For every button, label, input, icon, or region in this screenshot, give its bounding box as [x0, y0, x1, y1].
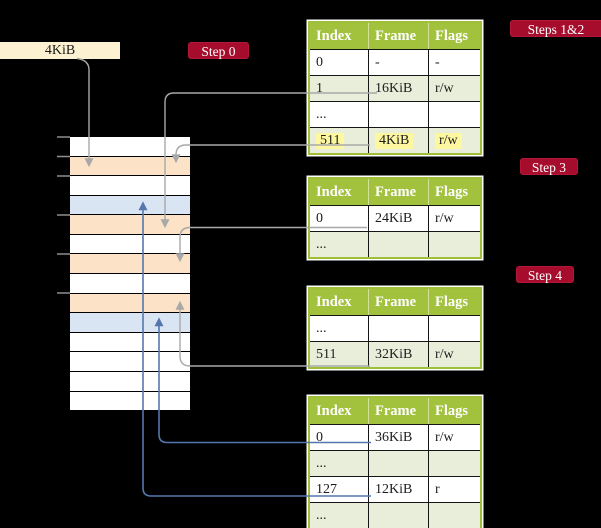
cell-index: 511 [316, 132, 345, 149]
badge-step-4: Step 4 [516, 266, 574, 283]
cell-index: 0 [316, 210, 323, 226]
cell-flags: r/w [435, 346, 454, 362]
memory-frame-row [70, 253, 190, 274]
table-row: ... [310, 502, 480, 528]
page-size-label: 4KiB [0, 42, 120, 59]
column-header-frame: Frame [368, 23, 428, 49]
badge-step-0: Step 0 [188, 42, 249, 59]
memory-frame-row [70, 137, 190, 156]
memory-frame-row [70, 194, 190, 215]
memory-frame-row [70, 370, 190, 391]
column-header-frame: Frame [368, 398, 428, 424]
column-header-frame: Frame [368, 179, 428, 205]
column-header-flags: Flags [428, 23, 480, 49]
memory-frame-row [70, 273, 190, 293]
column-header-flags: Flags [428, 398, 480, 424]
cell-frame: 4KiB [375, 132, 414, 149]
cell-flags: r/w [435, 80, 454, 96]
badge-step-3: Step 3 [520, 158, 578, 175]
table-row: ... [310, 231, 480, 257]
table-row: 0 36KiB r/w [310, 424, 480, 450]
table-row: ... [310, 101, 480, 127]
cell-flags: - [435, 54, 440, 70]
table-header-row: Index Frame Flags [310, 289, 480, 315]
cell-index: 127 [316, 481, 337, 497]
table-row: 0 - - [310, 49, 480, 75]
memory-frame-row [70, 155, 190, 176]
memory-frame-row [70, 390, 190, 411]
column-header-index: Index [316, 27, 352, 44]
column-header-index: Index [316, 293, 352, 310]
memory-frame-row [70, 175, 190, 195]
table-row: 1 16KiB r/w [310, 75, 480, 101]
page-table-bottom: Index Frame Flags 0 36KiB r/w ... 127 12… [308, 396, 482, 528]
memory-frame-row [70, 214, 190, 234]
table-row: 127 12KiB r [310, 476, 480, 502]
memory-frame-row [70, 331, 190, 352]
table-row: ... [310, 450, 480, 476]
table-row-highlighted: 511 4KiB r/w [310, 127, 480, 153]
cell-index: ... [316, 455, 327, 471]
cell-index: ... [316, 320, 327, 336]
cell-flags: r [435, 481, 440, 497]
table-row: 511 32KiB r/w [310, 341, 480, 367]
column-header-index: Index [316, 183, 352, 200]
memory-frame-row [70, 312, 190, 332]
cell-flags: r/w [435, 210, 454, 226]
cell-index: 1 [316, 80, 323, 96]
memory-frame-row [70, 233, 190, 254]
table-row: 0 24KiB r/w [310, 205, 480, 231]
table-header-row: Index Frame Flags [310, 23, 480, 49]
cell-frame: - [375, 54, 380, 70]
memory-frame-row [70, 351, 190, 371]
column-header-index: Index [316, 402, 352, 419]
cell-index: ... [316, 507, 327, 523]
page-table-step-4: Index Frame Flags ... 511 32KiB r/w [308, 287, 482, 369]
cell-index: 511 [316, 346, 337, 362]
cell-frame: 36KiB [375, 429, 413, 445]
cell-frame: 16KiB [375, 80, 413, 96]
cell-index: 0 [316, 54, 323, 70]
badge-steps-1-2: Steps 1&2 [510, 20, 601, 37]
cell-frame: 32KiB [375, 346, 413, 362]
cell-index: ... [316, 106, 327, 122]
page-table-steps-1-2: Index Frame Flags 0 - - 1 16KiB r/w ... … [308, 21, 482, 155]
column-header-frame: Frame [368, 289, 428, 315]
page-table-step-3: Index Frame Flags 0 24KiB r/w ... [308, 177, 482, 259]
column-header-flags: Flags [428, 179, 480, 205]
cell-frame: 12KiB [375, 481, 413, 497]
memory-frame-row [70, 292, 190, 313]
column-header-flags: Flags [428, 289, 480, 315]
physical-memory-column [70, 137, 190, 411]
table-row: ... [310, 315, 480, 341]
table-header-row: Index Frame Flags [310, 398, 480, 424]
cell-frame: 24KiB [375, 210, 413, 226]
cell-flags: r/w [435, 429, 454, 445]
cell-index: 0 [316, 429, 323, 445]
cell-flags: r/w [435, 132, 462, 149]
table-header-row: Index Frame Flags [310, 179, 480, 205]
cell-index: ... [316, 236, 327, 252]
